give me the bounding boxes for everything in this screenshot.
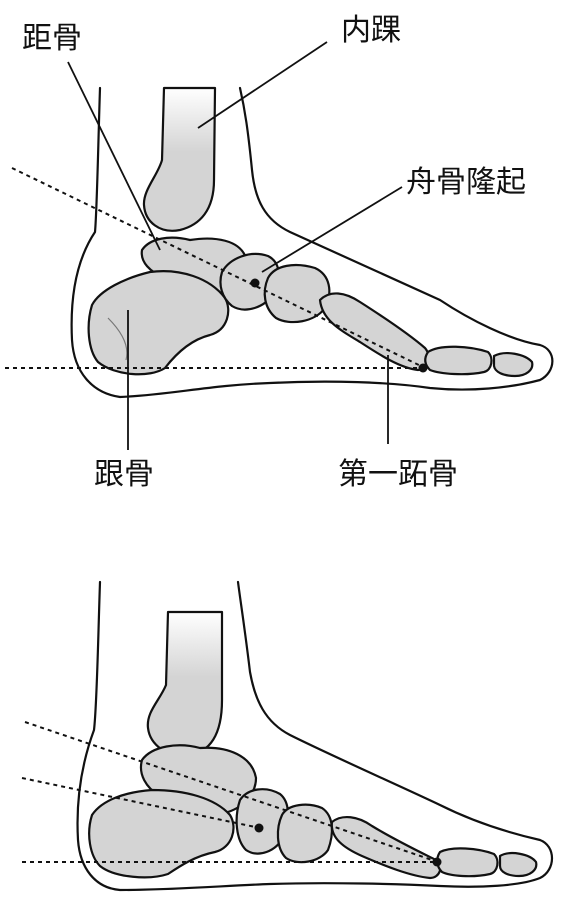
top-foot-figure	[5, 41, 554, 450]
bottom-distal-phalanx-bone	[498, 852, 538, 878]
bottom-foot-outline	[76, 580, 554, 892]
top-first-metatarsal-head-point	[418, 363, 428, 373]
top-tibia-bone	[142, 86, 217, 232]
label-calcaneus: 跟骨	[94, 457, 154, 492]
bottom-foot-figure	[21, 580, 554, 892]
top-navicular-tuberosity-point	[250, 278, 260, 288]
top-proximal-phalanx-bone	[424, 345, 493, 376]
bottom-first-metatarsal-bone	[330, 816, 442, 880]
bottom-navicular-tuberosity-point	[254, 823, 264, 833]
bottom-proximal-phalanx-bone	[436, 847, 499, 878]
top-first-metatarsal-bone	[318, 292, 430, 372]
top-calcaneus-bone	[87, 270, 230, 376]
top-navicular-leader-line	[261, 186, 403, 273]
bottom-calcaneus-bone	[88, 788, 235, 879]
top-malleolus-leader-line	[197, 41, 328, 129]
bottom-cuneiform-bone	[276, 803, 334, 864]
label-first-metatarsal: 第一跖骨	[338, 457, 458, 492]
bottom-first-metatarsal-head-point	[432, 857, 442, 867]
bottom-tibia-bone	[146, 610, 224, 758]
top-talus-leader-line	[67, 61, 161, 251]
top-cuneiform-bone	[263, 263, 331, 324]
top-distal-phalanx-bone	[492, 352, 534, 378]
top-foot-outline	[70, 86, 554, 399]
label-talus: 距骨	[22, 21, 82, 56]
label-medial-malleolus: 内踝	[341, 13, 401, 48]
label-navicular-tuberosity: 舟骨隆起	[406, 165, 526, 200]
bottom-middle-dotted-line	[21, 777, 261, 829]
bottom-upper-dotted-line	[24, 721, 439, 863]
